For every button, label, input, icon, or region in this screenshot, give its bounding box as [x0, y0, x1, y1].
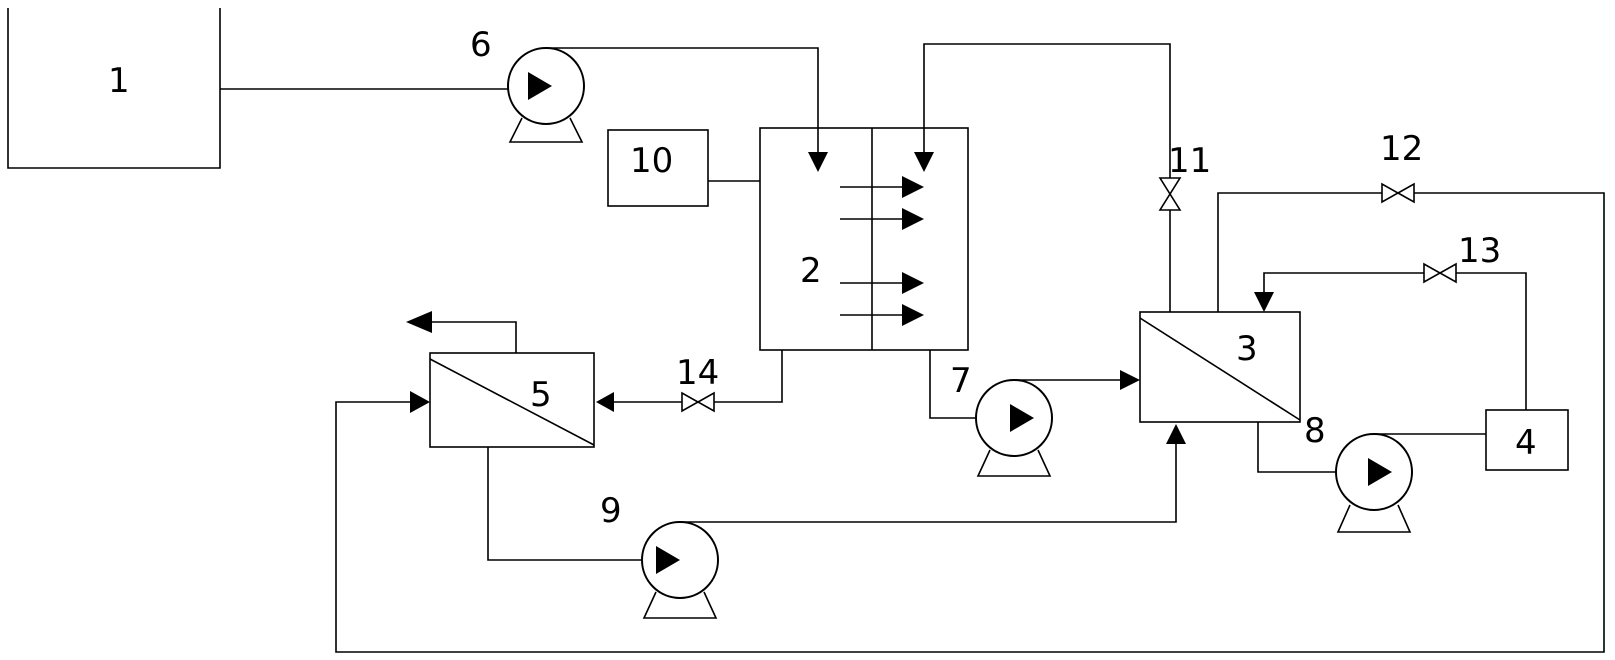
reactor-2: 2 — [759, 127, 969, 351]
pump-9-label: 9 — [600, 491, 622, 531]
valve-14: 14 — [676, 353, 719, 413]
valve-12: 12 — [1380, 129, 1423, 204]
tank-1-label: 1 — [108, 61, 130, 101]
piping — [220, 43, 1605, 653]
pump-8-label: 8 — [1304, 411, 1326, 451]
tank-4: 4 — [1485, 409, 1569, 471]
controller-10-label: 10 — [630, 141, 673, 181]
valve-11: 11 — [1158, 141, 1211, 211]
tank-1: 1 — [7, 8, 221, 169]
membrane-module-5: 5 — [429, 352, 595, 448]
pump-7-label: 7 — [950, 361, 972, 401]
pump-6-label: 6 — [470, 25, 492, 65]
pump-9: 9 — [600, 491, 719, 619]
pump-6: 6 — [470, 25, 585, 143]
valve-13: 13 — [1423, 231, 1501, 284]
valve-11-label: 11 — [1168, 141, 1211, 181]
controller-10: 10 — [607, 129, 709, 207]
membrane-module-3: 3 — [1139, 311, 1301, 423]
pump-7: 7 — [950, 361, 1053, 477]
membrane-module-5-label: 5 — [530, 375, 552, 415]
valve-12-label: 12 — [1380, 129, 1423, 169]
tank-4-label: 4 — [1515, 423, 1537, 463]
valve-14-label: 14 — [676, 353, 719, 393]
membrane-module-3-label: 3 — [1236, 329, 1258, 369]
reactor-2-label: 2 — [800, 251, 822, 291]
valve-13-label: 13 — [1458, 231, 1501, 271]
